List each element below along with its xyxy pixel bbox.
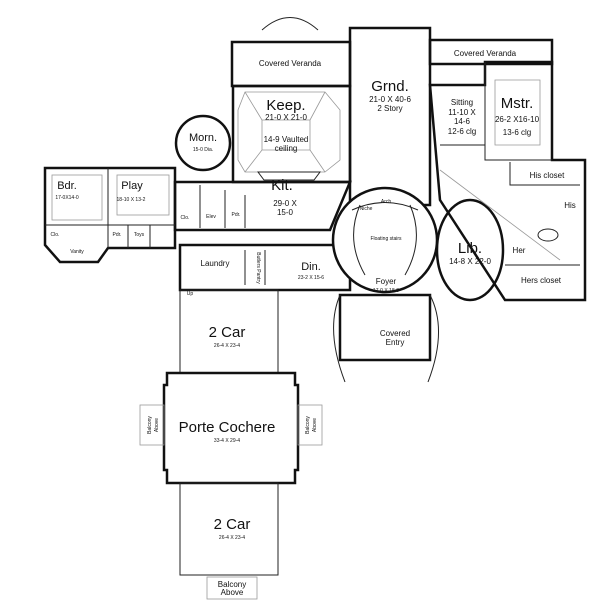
play-dims: 18-10 X 13-2 [117,197,146,203]
kitchen-label: Kit. [271,177,293,194]
keep-note-2: ceiling [275,144,298,153]
powder-label-2: Pdr. [232,212,241,218]
veranda-right-label: Covered Veranda [454,49,517,58]
foyer-label: Foyer [376,277,397,286]
master-ceiling [439,79,561,261]
bedroom-ceiling [51,174,103,221]
floating-stairs-label: Floating stairs [370,236,402,242]
grand-note: 2 Story [377,104,402,113]
covered-entry-line2: Entry [386,338,405,347]
bedroom-wing-walls [45,168,175,248]
grand-label: Grnd. [371,78,409,95]
morning-dims: 15-0 Dia. [193,147,213,153]
lower-garage-label: 2 Car [214,516,251,533]
laundry-label: Laundry [201,259,230,268]
master-note: 13-6 clg [503,128,531,137]
balcony-right-line2: Above [312,418,318,432]
balcony-right [297,404,323,446]
hers-closet-label: Hers closet [521,276,562,285]
sitting-note: 12-6 clg [448,127,476,136]
his-closet-label: His closet [530,171,565,180]
her-label: Her [513,246,526,255]
play-label: Play [121,180,143,192]
porte-cochere-outline [162,371,300,485]
balcony-bottom [206,576,258,600]
entry-steps [333,294,439,383]
upper-garage-dims: 26-4 X 23-4 [214,343,240,349]
kitchen-outline [173,180,352,232]
kitchen-dims-1: 29-0 X [273,199,297,208]
foyer-arch [351,202,419,211]
veranda-left-label: Covered Veranda [259,59,322,68]
elevator-label: Elev [206,214,216,220]
covered-entry-outline [338,293,432,362]
covered-entry-line1: Covered [380,329,410,338]
floating-stairs [353,204,417,276]
balcony-left-line2: Above [154,418,160,432]
service-walls [199,185,246,228]
laundry-dining-outline [178,243,352,292]
his-label: His [564,201,576,210]
tub [537,228,559,242]
niche-label: Niche [360,206,373,212]
balcony-left-line1: Balcony [147,416,153,434]
keep-label: Keep. [266,97,305,114]
balcony-bottom-line1: Balcony [218,580,246,589]
porte-cochere-dims: 33-4 X 29-4 [214,438,240,444]
sitting-label: Sitting [451,98,473,107]
keep-dims: 21-0 X 21-0 [265,113,307,122]
dining-dims: 23-2 X 15-6 [298,275,324,281]
lower-garage-outline [179,482,279,576]
porte-cochere-label: Porte Cochere [179,419,276,436]
closet-label-2: Clo. [181,215,190,221]
grand-dims: 21-0 X 40-6 [369,95,411,104]
master-dims: 26-2 X16-10 [495,115,540,124]
closet-label: Clo. [51,232,60,238]
dining-label: Din. [301,261,321,273]
arch-label: Arch [381,199,392,205]
vaulted-ceiling-lines [237,91,341,173]
powder-label: Pdr. [113,232,122,238]
library-label: Lib. [458,240,482,257]
kitchen-island [257,171,321,181]
balcony-left [139,404,165,446]
master-wing-walls [440,62,580,266]
morning-room-outline [174,114,232,172]
sitting-dims-1: 11-10 X [448,108,476,117]
toys-label: Toys [134,232,145,238]
foyer-dims: 17-0 X 18-0 [373,288,399,294]
up-label: Up [187,291,194,297]
lower-garage-dims: 26-4 X 23-4 [219,535,245,541]
butlers-pantry-label: Butlers Pantry [255,252,261,284]
balcony-bottom-line2: Above [221,588,244,597]
keep-note-1: 14-9 Vaulted [264,135,309,144]
bedroom-wing-outline [43,166,177,264]
library-dims: 14-8 X 22-0 [449,257,491,266]
morning-label: Morn. [189,132,217,144]
bedroom-label: Bdr. [57,180,77,192]
sitting-dims-2: 14-6 [454,117,471,126]
library-outline [435,198,505,302]
bedroom-dims: 17-0X14-0 [55,195,79,201]
balcony-arc [261,17,319,31]
kitchen-dims-2: 15-0 [277,208,294,217]
pantry-walls [244,250,266,285]
master-label: Mstr. [501,95,534,112]
balcony-right-line1: Balcony [305,416,311,434]
upper-garage-label: 2 Car [209,324,246,341]
vanity-label: Vanity [70,249,84,255]
grand-room-outline [348,26,432,207]
play-ceiling [116,174,170,216]
